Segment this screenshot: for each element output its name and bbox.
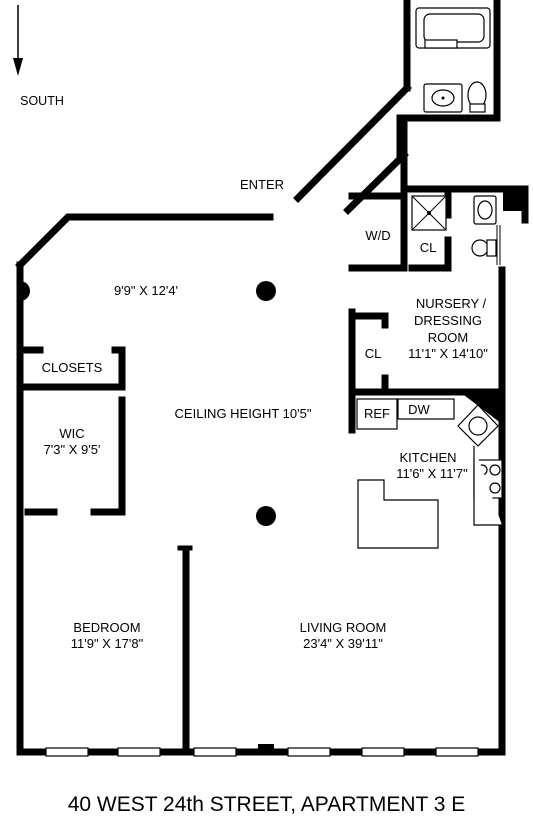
columns — [20, 281, 276, 526]
foyer-dims: 9'9" X 12'4' — [114, 283, 178, 298]
exterior-walls — [15, 0, 529, 756]
bathroom-top — [415, 7, 491, 113]
address-title: 40 WEST 24th STREET, APARTMENT 3 E — [67, 793, 466, 816]
ref-label: REF — [364, 406, 390, 421]
dw-label: DW — [408, 402, 430, 417]
living-dims: 23'4" X 39'11" — [303, 636, 383, 651]
bedroom-dims: 11'9" X 17'8" — [71, 636, 144, 651]
bathroom-right — [411, 189, 525, 265]
kitchen-fixtures — [356, 392, 503, 549]
entry-label: ENTER — [240, 177, 284, 192]
wic-label: WIC — [59, 426, 84, 441]
nursery-dims: 11'1" X 14'10" — [408, 346, 488, 361]
cl-nursery-label: CL — [365, 346, 382, 361]
ceiling-note: CEILING HEIGHT 10'5" — [175, 406, 312, 421]
bedroom-label: BEDROOM — [73, 620, 140, 635]
closets-label: CLOSETS — [42, 360, 103, 375]
nursery-line3: ROOM — [428, 330, 468, 345]
nursery-line2: DRESSING — [414, 313, 482, 328]
living-label: LIVING ROOM — [300, 620, 387, 635]
cl-bath-label: CL — [420, 240, 437, 255]
south-arrow-icon — [13, 5, 23, 76]
wic-dims: 7'3" X 9'5' — [44, 442, 101, 457]
kitchen-dims: 11'6" X 11'7" — [396, 466, 468, 481]
windows — [45, 744, 479, 757]
wd-label: W/D — [365, 228, 390, 243]
kitchen-label: KITCHEN — [399, 450, 456, 465]
nursery-line1: NURSERY / — [416, 296, 487, 311]
compass-label: SOUTH — [20, 94, 64, 108]
